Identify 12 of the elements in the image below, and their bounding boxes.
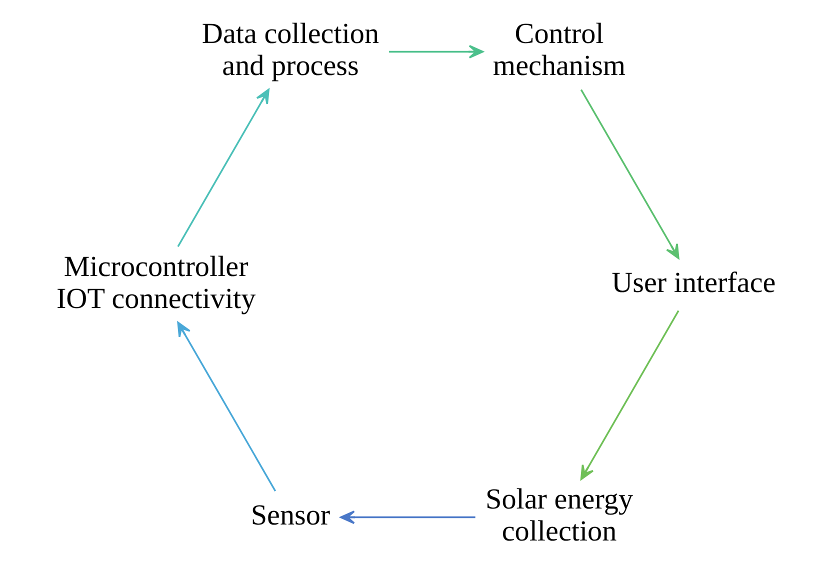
arrow	[580, 89, 679, 260]
node-text: Control mechanism	[492, 18, 626, 82]
node-text: Microcontroller IOT connectivity	[56, 250, 256, 315]
arrow	[176, 322, 276, 492]
node-text: Data collection and process	[201, 18, 379, 82]
arrow	[340, 510, 475, 524]
arrow	[176, 88, 269, 248]
node-text: Solar energy collection	[485, 484, 633, 548]
node-text: User interface	[611, 266, 776, 299]
arrow	[388, 44, 483, 58]
node-text: Sensor	[250, 500, 330, 532]
arrow	[580, 310, 679, 480]
